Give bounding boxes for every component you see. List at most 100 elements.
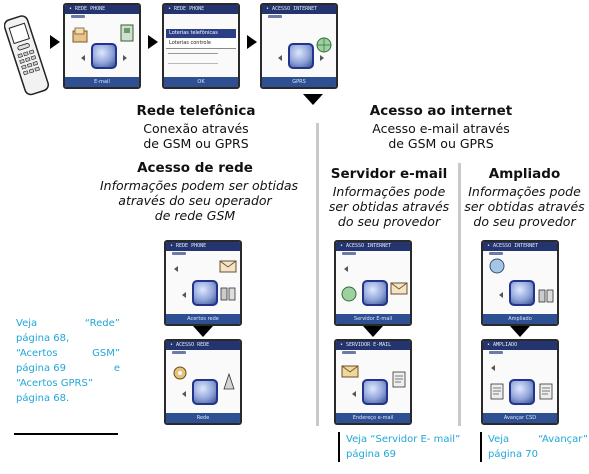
mobile-phone-icon <box>3 8 50 100</box>
reference-line: Veja “Avançar” <box>488 432 588 447</box>
mail-server-desc-1: Informações pode <box>332 184 446 199</box>
list-divider <box>168 63 218 64</box>
note-link-text[interactable]: Veja <box>16 318 38 329</box>
note-line: “Acertos GSM” <box>16 346 120 361</box>
advanced-desc-3: do seu provedor <box>473 214 576 229</box>
flow-arrow-down <box>510 326 530 337</box>
globe-small-icon <box>341 286 357 302</box>
phone-network-desc-1: Conexão através <box>143 121 249 136</box>
internet-access-title: Acesso ao internet <box>369 103 513 119</box>
screen-title: • REDE PHONE <box>164 5 238 14</box>
note-link-text[interactable]: “Acertos <box>16 348 58 359</box>
menu-item: Loterias controle <box>166 39 236 49</box>
tower-icon <box>223 372 235 390</box>
screen-title: • ACESSO INTERNET <box>262 5 336 14</box>
note-link-text[interactable]: “Rede” <box>84 318 120 329</box>
screen-softkey: Servidor E-mail <box>336 314 410 324</box>
arrow-left-icon <box>344 266 348 272</box>
flow-arrow-right <box>148 35 158 49</box>
mail-server-desc-3: do seu provedor <box>337 214 441 229</box>
mail-server-desc-2: ser obtidas através <box>328 199 450 214</box>
arrow-left-icon <box>499 292 503 298</box>
phone-screen-list: • REDE PHONE Loterias telefônicas Loteri… <box>162 3 240 89</box>
network-access-desc-3: de rede GSM <box>154 208 236 223</box>
internet-access-desc-2: de GSM ou GPRS <box>388 136 494 151</box>
phone-screen-internet: • ACESSO INTERNET GPRS <box>260 3 338 89</box>
screen-softkey: Rede <box>166 413 240 423</box>
phone-screen-mail-server: • ACESSO INTERNET Servidor E-mail <box>334 240 412 326</box>
network-access-desc-1: Informações podem ser obtidas <box>100 178 299 193</box>
screen-softkey: Endereço e-mail <box>336 413 410 423</box>
mail-icon <box>390 282 408 295</box>
mail-server-title: Servidor e-mail <box>330 166 448 182</box>
mail-server-reference: Veja “Servidor E- mail” página 69 <box>338 432 460 462</box>
screen-tab <box>268 15 282 18</box>
screen-tab <box>172 252 186 255</box>
screen-tab <box>71 15 85 18</box>
document-icon <box>539 383 553 400</box>
side-reference-note: Veja “Rede” página 68, “Acertos GSM” pág… <box>16 316 120 406</box>
note-link-text[interactable]: página 68. <box>16 393 70 404</box>
globe-small-icon <box>489 258 505 274</box>
screen-tab <box>342 252 356 255</box>
flow-arrow-right <box>247 35 257 49</box>
document-icon <box>490 383 504 400</box>
phone-screen-advanced-csd: • AMPLIADO Avançar CSD <box>481 339 559 425</box>
advanced-desc-2: ser obtidas através <box>464 199 585 214</box>
note-link-text[interactable]: “Acertos GPRS” <box>16 378 94 389</box>
flow-arrow-down <box>363 326 383 337</box>
reference-page[interactable]: página 69 <box>346 449 396 460</box>
globe-small-icon <box>316 37 332 53</box>
screen-softkey: E-mail <box>65 77 139 87</box>
reference-link[interactable]: “Avançar” <box>538 434 588 445</box>
globe-icon <box>91 43 117 69</box>
screen-title: • ACESSO INTERNET <box>336 242 410 251</box>
phone-screen-advanced: • ACESSO INTERNET Ampliado <box>481 240 559 326</box>
phone-screen-menu: • REDE PHONE E-mail <box>63 3 141 89</box>
phone-screen-network: • ACESSO REDE Rede <box>164 339 242 425</box>
list-divider <box>168 53 218 54</box>
network-access-title: Acesso de rede <box>137 160 253 176</box>
screen-softkey: Ampliado <box>483 314 557 324</box>
flow-arrow-right <box>50 35 60 49</box>
reference-link[interactable]: Veja “Servidor E- mail” <box>346 434 461 445</box>
screen-title: • AMPLIADO <box>483 341 557 350</box>
screen-title: • REDE PHONE <box>65 5 139 14</box>
mail-address-icon <box>362 379 388 405</box>
column-divider <box>316 123 319 426</box>
phone-screen-network-settings: • REDE PHONE Acertos rede <box>164 240 242 326</box>
screen-title: • ACESSO REDE <box>166 341 240 350</box>
note-link-text[interactable]: GSM” <box>92 348 120 359</box>
internet-icon <box>288 43 314 69</box>
screen-tab <box>489 252 503 255</box>
screen-tab <box>342 351 356 354</box>
screen-softkey: Avançar CSD <box>483 413 557 423</box>
csd-icon <box>509 379 535 405</box>
arrow-left-icon <box>182 391 186 397</box>
screen-tab <box>172 351 186 354</box>
envelope-icon <box>341 365 359 378</box>
note-link-text[interactable]: página 68, <box>16 333 70 344</box>
column-divider <box>458 163 461 426</box>
note-link-text[interactable]: página 69 <box>16 363 66 374</box>
screen-title: • ACESSO INTERNET <box>483 242 557 251</box>
advanced-title: Ampliado <box>488 166 561 182</box>
note-line: página 68. <box>16 391 120 406</box>
reference-link[interactable]: Veja <box>488 434 510 445</box>
mail-server-icon <box>362 280 388 306</box>
network-settings-icon <box>192 280 218 306</box>
phones-icon <box>220 287 236 301</box>
document-icon <box>392 371 406 388</box>
network-access-desc-2: através do seu operador <box>118 193 272 208</box>
note-line: página 68, <box>16 331 120 346</box>
arrow-left-icon <box>182 292 186 298</box>
reference-page[interactable]: página 70 <box>488 449 538 460</box>
note-line: Veja “Rede” <box>16 316 120 331</box>
note-link-text: e <box>113 363 120 374</box>
network-icon <box>192 379 218 405</box>
arrow-left-icon <box>278 55 282 61</box>
screen-softkey: Acertos rede <box>166 314 240 324</box>
screen-softkey: GPRS <box>262 77 336 87</box>
arrow-left-icon <box>174 266 178 272</box>
note-line: página 69 e <box>16 361 120 376</box>
